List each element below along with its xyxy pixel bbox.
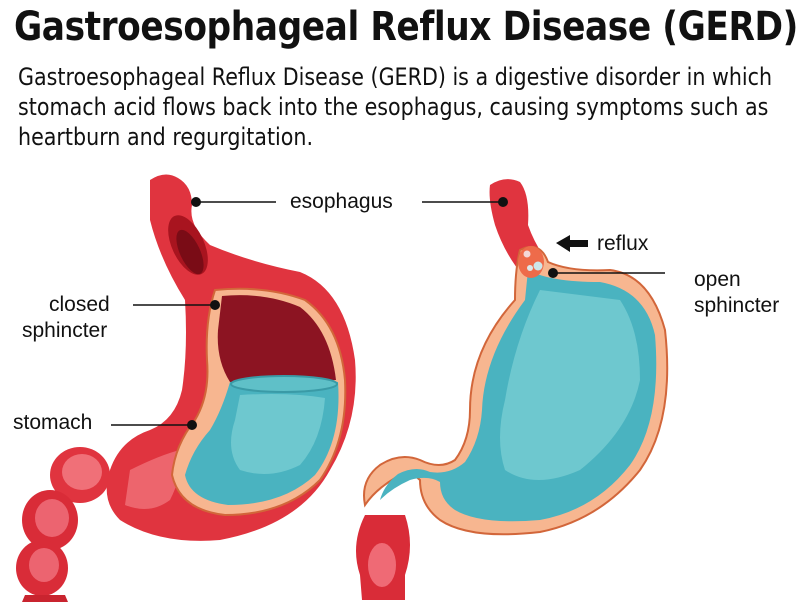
- description: Gastroesophageal Reflux Disease (GERD) i…: [18, 62, 792, 152]
- description-line-3: heartburn and regurgitation.: [18, 123, 314, 151]
- label-reflux: reflux: [597, 232, 649, 255]
- reflux-arrow-icon: [556, 235, 588, 252]
- normal-stomach-diagram: [16, 174, 356, 602]
- label-open-sphincter-1: open: [694, 268, 741, 291]
- closed-sphincter-marker: [210, 300, 220, 310]
- open-sphincter-marker: [548, 268, 558, 278]
- description-line-2: stomach acid flows back into the esophag…: [18, 93, 769, 121]
- esophagus-marker-left: [191, 197, 201, 207]
- duodenum-left: [16, 447, 110, 602]
- label-open-sphincter-2: sphincter: [694, 294, 780, 317]
- label-closed-sphincter-1: closed: [49, 293, 110, 316]
- label-closed-sphincter-2: sphincter: [22, 319, 108, 342]
- label-stomach: stomach: [13, 411, 93, 434]
- gerd-stomach-diagram: [356, 179, 669, 600]
- page-title: Gastroesophageal Reflux Disease (GERD): [14, 4, 798, 50]
- esophagus-marker-right: [498, 197, 508, 207]
- stomach-marker: [187, 420, 197, 430]
- label-esophagus: esophagus: [290, 190, 393, 213]
- description-line-1: Gastroesophageal Reflux Disease (GERD) i…: [18, 63, 773, 91]
